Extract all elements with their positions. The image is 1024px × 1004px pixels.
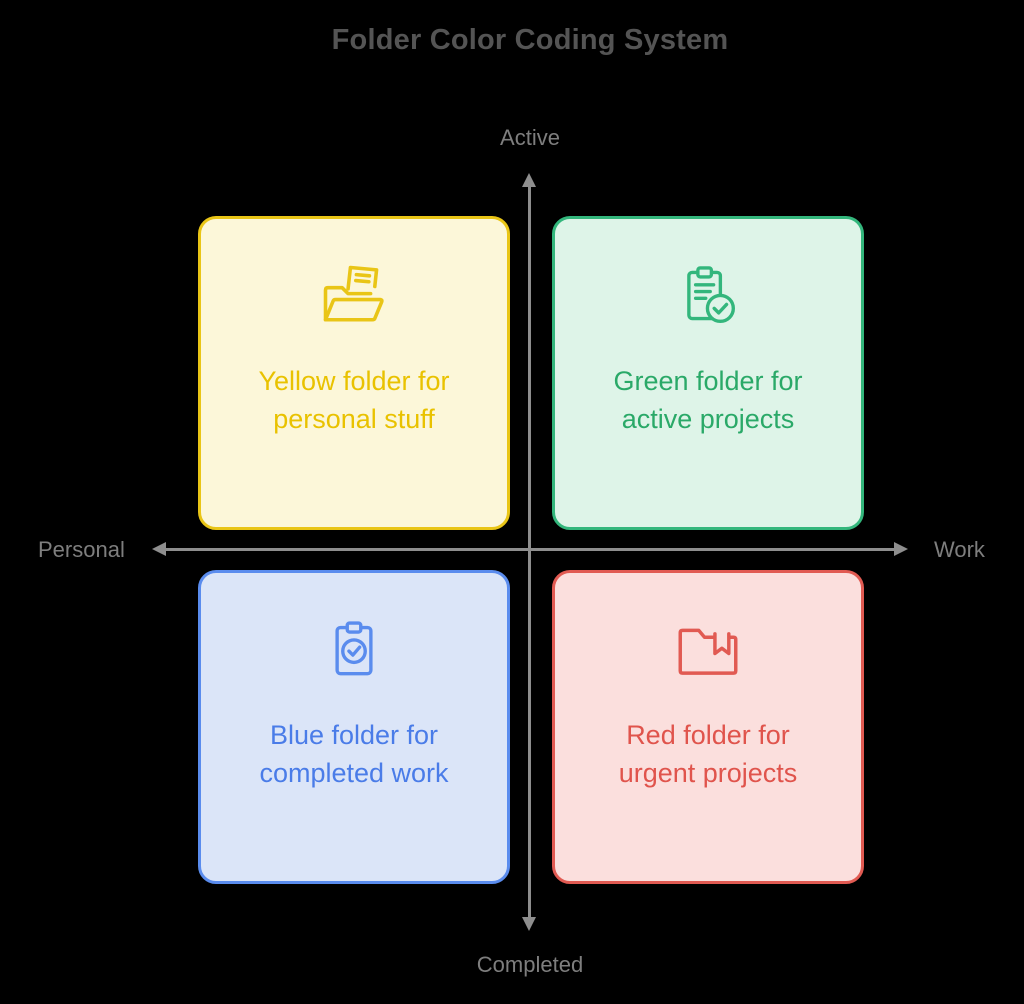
axis-label-work: Work — [934, 537, 985, 562]
vertical-axis-line — [522, 173, 536, 931]
folder-bookmark-icon — [671, 611, 745, 689]
quadrant-card-yellow: Yellow folder for personal stuff — [198, 216, 510, 530]
quadrant-card-green: Green folder for active projects — [552, 216, 864, 530]
page-title: Folder Color Coding System — [331, 24, 729, 56]
quadrant-label: Red folder for urgent projects — [618, 720, 798, 788]
horizontal-axis-line — [152, 542, 908, 556]
axis-label-completed: Completed — [476, 952, 584, 977]
quadrant-label: Yellow folder for personal stuff — [258, 366, 450, 434]
quadrant-card-blue: Blue folder for completed work — [198, 570, 510, 884]
quadrant-label: Green folder for active projects — [613, 366, 803, 434]
clipboard-check-badge-icon — [672, 257, 744, 335]
axis-label-active: Active — [500, 125, 560, 150]
clipboard-check-icon — [318, 611, 390, 689]
quadrant-card-red: Red folder for urgent projects — [552, 570, 864, 884]
quadrant-label: Blue folder for completed work — [259, 720, 449, 788]
axis-label-personal: Personal — [38, 537, 125, 562]
open-folder-with-document-icon — [316, 257, 392, 335]
